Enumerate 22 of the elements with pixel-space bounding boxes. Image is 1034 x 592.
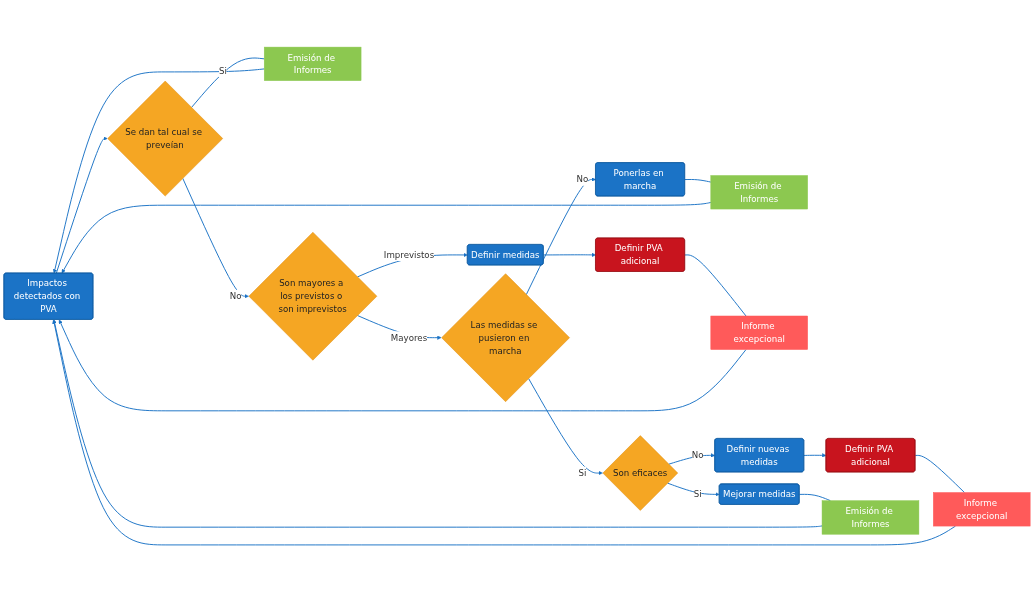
node-box: [933, 492, 1031, 527]
edge-label: Si: [693, 489, 702, 500]
node-box: [710, 315, 808, 350]
node-diamond: [107, 80, 223, 197]
edge-label: No: [576, 174, 589, 185]
edge-label: Mayores: [390, 332, 428, 343]
connector: [191, 57, 265, 108]
node-box: [263, 46, 362, 81]
edge-label: No: [229, 291, 242, 302]
edge-label: No: [691, 450, 704, 461]
connector: [914, 454, 965, 493]
edge-label: Si: [218, 65, 227, 76]
node-diamond: [441, 273, 570, 402]
node-diamond: [602, 435, 678, 511]
edge-label: Imprevistos: [383, 249, 435, 260]
connector: [684, 179, 712, 183]
edge-label: Si: [578, 468, 587, 479]
connector: [799, 493, 831, 502]
node-box: [710, 175, 808, 210]
connector: [684, 254, 747, 317]
node-diamond: [248, 231, 378, 361]
node-box: [821, 500, 920, 535]
